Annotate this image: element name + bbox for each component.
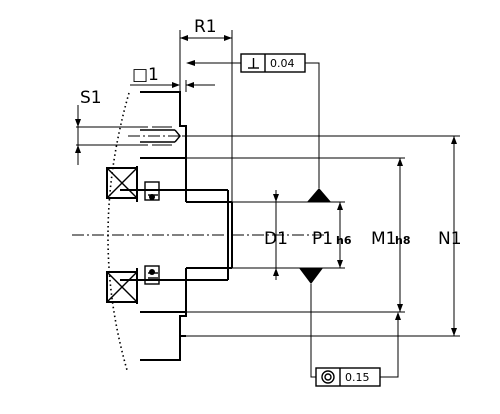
- dim-m1: M1 h8: [371, 158, 411, 312]
- datum-triangle-top: [307, 188, 331, 202]
- perpendicularity-frame: 0.04: [186, 53, 320, 188]
- label-m1: M1: [371, 229, 396, 249]
- label-n1: N1: [438, 229, 462, 249]
- perpendicularity-value: 0.04: [270, 57, 295, 70]
- label-s1: S1: [80, 88, 102, 108]
- dim-s1: S1: [75, 88, 102, 165]
- dim-r1: R1: [180, 17, 232, 41]
- concentricity-value: 0.15: [345, 371, 370, 384]
- dim-d1-box: □1: [130, 65, 194, 88]
- concentricity-frame: 0.15: [310, 284, 401, 387]
- label-p1: P1: [312, 229, 333, 249]
- label-d1: D1: [264, 229, 288, 249]
- set-screw-top: [144, 181, 160, 201]
- label-p1-tol: h6: [336, 234, 352, 247]
- bearing-bottom: [106, 268, 138, 304]
- extension-lines: [76, 30, 460, 337]
- bearing-top: [106, 166, 138, 202]
- dotted-break-arc: [107, 92, 130, 371]
- dim-d1: D1: [264, 190, 288, 280]
- dim-n1: N1: [438, 136, 462, 336]
- datum-triangle-bottom: [299, 268, 323, 284]
- label-m1-tol: h8: [395, 234, 411, 247]
- set-screw-bottom: [144, 265, 160, 285]
- dim-p1: P1 h6: [312, 202, 352, 268]
- label-r1: R1: [194, 17, 217, 37]
- label-d1-box: □1: [132, 65, 159, 85]
